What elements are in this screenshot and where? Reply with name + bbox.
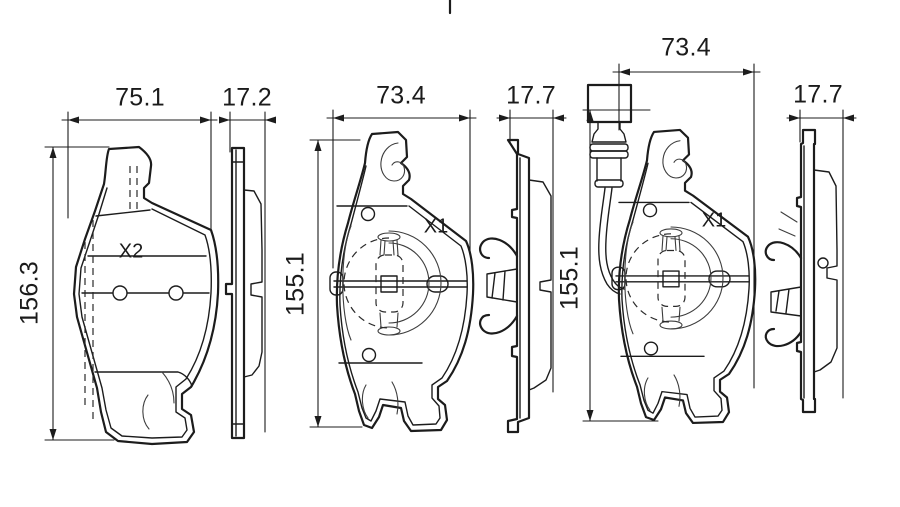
dimension-lines bbox=[44, 63, 857, 441]
pad1-front-view bbox=[72, 145, 220, 446]
pad3-side-view bbox=[764, 128, 838, 414]
pad2-spring-clips bbox=[479, 237, 519, 335]
pad3-thickness-dimension: 17.7 bbox=[793, 80, 843, 109]
pad1-height-dimension: 156.3 bbox=[15, 260, 44, 326]
pad3-height-dimension: 155.1 bbox=[555, 245, 584, 311]
pad3-width-dimension: 73.4 bbox=[661, 33, 711, 62]
pad3-marking-label: X1 bbox=[701, 209, 727, 232]
pad1-marking-label: X2 bbox=[118, 240, 144, 263]
pad3-wear-sensor-connector bbox=[586, 83, 633, 295]
pad2-height-dimension: 155.1 bbox=[281, 251, 310, 317]
sensor-hole bbox=[817, 257, 829, 269]
pad2-marking-label: X1 bbox=[423, 215, 449, 238]
pad2-width-dimension: 73.4 bbox=[376, 81, 426, 110]
pad3-front-view bbox=[610, 128, 757, 425]
pad2-thickness-dimension: 17.7 bbox=[506, 81, 556, 110]
sensor-wire bbox=[598, 187, 625, 295]
pad1-thickness-dimension: 17.2 bbox=[222, 83, 272, 112]
pad1-width-dimension: 75.1 bbox=[115, 83, 165, 112]
pad3-spring-clips bbox=[764, 211, 803, 348]
pad1-side-view bbox=[224, 146, 263, 440]
pad2-side-view bbox=[479, 138, 552, 434]
pad2-front-view bbox=[328, 130, 475, 433]
